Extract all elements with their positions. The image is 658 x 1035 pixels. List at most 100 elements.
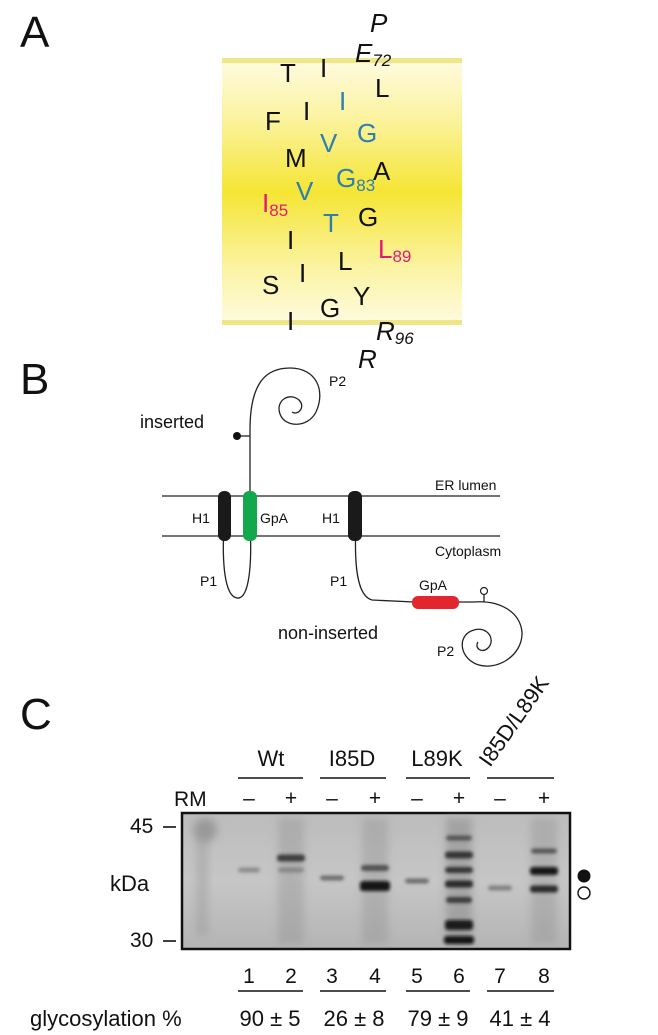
residue-letter: S xyxy=(262,270,280,300)
glycosylation-label: glycosylation % xyxy=(30,1006,182,1031)
rm-mark-lane-8: + xyxy=(538,787,550,810)
residue-v-1: V xyxy=(320,130,337,156)
group-label-wt: Wt xyxy=(258,746,285,771)
residue-g-3: G xyxy=(320,295,340,321)
residue-a: A xyxy=(373,158,390,184)
rm-mark-lane-3: – xyxy=(326,787,338,810)
residue-y: Y xyxy=(353,283,370,309)
glyco-value-l89k: 79 ± 9 xyxy=(407,1006,468,1031)
residue-letter: R xyxy=(358,344,377,374)
residue-r96: R96 xyxy=(376,318,414,347)
panel-a-label: A xyxy=(20,8,50,57)
band-lane-6 xyxy=(445,851,473,859)
p2-spiral-bottom xyxy=(458,601,523,667)
lane-number-7: 7 xyxy=(494,965,506,988)
glycosylated-site-icon xyxy=(233,432,241,440)
rm-mark-lane-6: + xyxy=(453,787,465,810)
rm-mark-lane-4: + xyxy=(369,787,381,810)
panel-b-label: B xyxy=(20,355,50,404)
p1-left-label: P1 xyxy=(200,573,217,589)
band-lane-6 xyxy=(445,920,473,930)
residue-l-top: L xyxy=(375,75,389,101)
band-lane-5 xyxy=(405,878,429,884)
lane-number-8: 8 xyxy=(538,965,550,988)
residue-letter: I xyxy=(262,188,270,218)
nonglycosylated-band-icon xyxy=(577,886,591,900)
residue-t-blue: T xyxy=(323,210,339,236)
gel-artifacts xyxy=(193,818,217,936)
panel-c-label: C xyxy=(20,690,52,739)
residue-t: T xyxy=(280,60,296,86)
rm-mark-lane-1: – xyxy=(243,787,255,810)
residue-letter: I xyxy=(299,258,307,288)
gel-smear-edge xyxy=(196,836,208,936)
residue-number: 83 xyxy=(356,176,376,195)
band-lane-8 xyxy=(530,885,558,893)
residue-i-4: I xyxy=(299,260,306,286)
residue-letter: M xyxy=(285,143,307,173)
residue-i85: I85 xyxy=(262,190,288,219)
h1-left-helix xyxy=(218,491,231,541)
band-lane-6 xyxy=(446,897,472,903)
residue-letter: G xyxy=(358,202,379,232)
band-lane-6 xyxy=(445,867,473,873)
glycosylated-band-icon xyxy=(577,869,591,883)
membrane-edge-top xyxy=(222,58,462,63)
residue-number: 96 xyxy=(394,329,414,348)
residue-letter: P xyxy=(370,8,388,38)
residue-letter: L xyxy=(338,246,353,276)
gel-bands xyxy=(238,835,558,944)
residue-letter: I xyxy=(287,306,295,336)
p2-top-label: P2 xyxy=(329,373,346,389)
residue-letter: G xyxy=(320,293,341,323)
band-lane-4 xyxy=(360,881,390,891)
glyco-value-i85d: 26 ± 8 xyxy=(323,1006,384,1031)
gpa-non-inserted-label: GpA xyxy=(419,577,448,593)
residue-letter: T xyxy=(323,208,339,238)
residue-i-blue: I xyxy=(339,88,346,114)
residue-i-5: I xyxy=(287,308,294,334)
membrane-edge-bottom xyxy=(222,320,462,325)
residue-letter: Y xyxy=(353,281,371,311)
residue-e72: E72 xyxy=(355,40,391,69)
band-lane-8 xyxy=(530,867,558,875)
marker-45: 45 xyxy=(130,815,153,838)
residue-number: 89 xyxy=(392,247,412,266)
residue-f: F xyxy=(265,108,281,134)
residue-l-2: L xyxy=(338,248,352,274)
lane-number-4: 4 xyxy=(369,965,381,988)
gpa-inserted-helix xyxy=(243,491,257,541)
residue-letter: T xyxy=(280,58,296,88)
membrane-band xyxy=(222,60,462,324)
rm-mark-lane-7: – xyxy=(494,787,506,810)
residue-g-2: G xyxy=(358,204,378,230)
residue-i-2: I xyxy=(303,98,310,124)
lane-number-6: 6 xyxy=(453,965,465,988)
residue-letter: I xyxy=(320,53,328,83)
residue-g-blue: G xyxy=(357,120,377,146)
gpa-inserted-label: GpA xyxy=(260,510,289,526)
h1-left-label: H1 xyxy=(192,510,210,526)
rm-mark-lane-5: – xyxy=(411,787,423,810)
cytoplasm-label: Cytoplasm xyxy=(435,543,501,559)
residue-m: M xyxy=(285,145,307,171)
er-lumen-label: ER lumen xyxy=(435,477,496,493)
gpa-non-inserted-helix xyxy=(412,596,459,609)
band-lane-2 xyxy=(278,867,304,873)
unglycosylated-site-icon xyxy=(479,586,489,596)
lane-number-5: 5 xyxy=(411,965,423,988)
band-lane-2 xyxy=(277,854,305,862)
residue-g83: G83 xyxy=(336,165,375,194)
band-lane-7 xyxy=(488,885,512,891)
kda-label: kDa xyxy=(110,871,150,896)
band-lane-6 xyxy=(445,880,473,888)
p1-loop-left xyxy=(222,524,252,599)
p2-spiral-top xyxy=(249,367,321,431)
smear-lane-8 xyxy=(531,818,557,944)
residue-number: 72 xyxy=(372,51,392,70)
residue-letter: G xyxy=(357,118,378,148)
marker-30: 30 xyxy=(130,929,153,952)
residue-letter: I xyxy=(339,86,347,116)
